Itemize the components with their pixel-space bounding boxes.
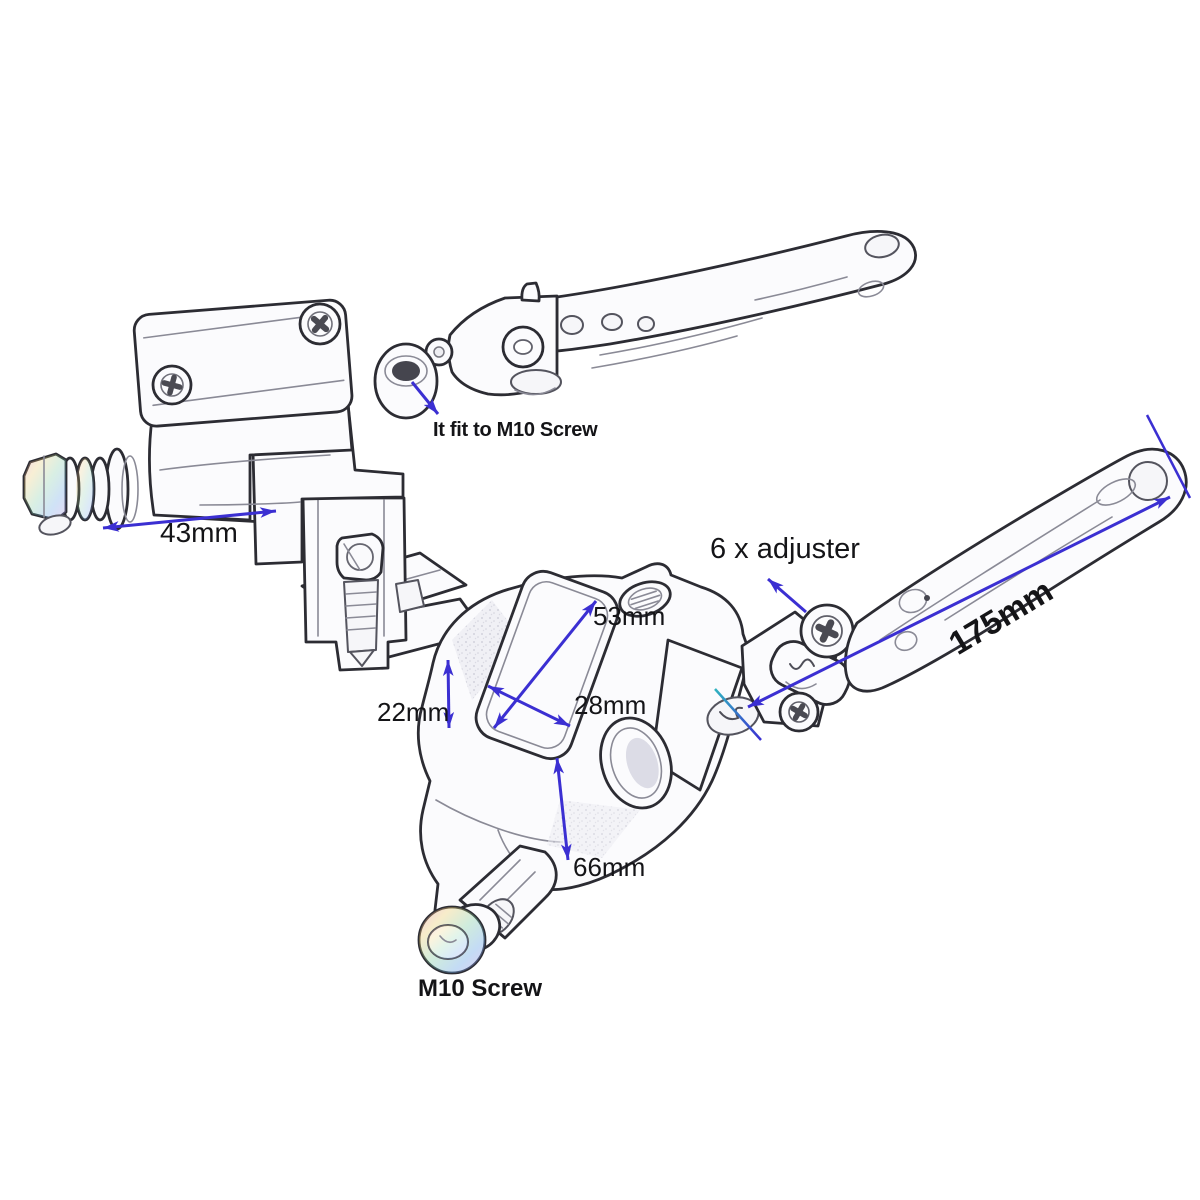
adjuster-screw-top [799,603,855,659]
lever-perch [424,281,562,397]
brake-lever-right [843,447,1188,693]
adjuster-screw-bottom [778,691,820,733]
label-dim-53mm: 53mm [593,601,666,631]
cylinder-bore [599,716,673,810]
hex-bolt [335,532,385,667]
adjuster-assembly [740,603,855,733]
label-m10-screw: M10 Screw [418,975,543,1002]
m10-mount-hole [373,342,439,420]
lever-adjuster-dial [510,369,562,395]
side-bracket [650,638,760,792]
lever-end-hole [864,233,900,259]
bolt-tip [349,649,375,667]
reservoir-screw-right [298,302,342,346]
adjuster-arrow [767,577,807,614]
link-piece [395,579,425,613]
pivot-screw [501,325,545,369]
dim-tick-upper [1145,414,1192,499]
left-master-cylinder-assembly [22,230,917,672]
label-fit-m10: It fit to M10 Screw [433,419,598,441]
reservoir-screw-left [151,364,193,406]
rod-bolt-head [22,452,72,536]
bolt-shank [343,579,379,653]
dim-arrow-22mm [442,659,455,729]
label-dim-22mm: 22mm [377,697,450,727]
label-dim-28mm: 28mm [574,690,647,720]
dim-arrow-175mm [747,495,1171,709]
m10-screw [417,844,558,975]
dim-arrow-43mm [102,507,277,532]
fit-m10-arrow [410,381,440,415]
brake-lever-left [555,230,917,369]
piston-rod-assembly [22,447,139,536]
label-adjuster: 6 x adjuster [710,533,860,565]
dim-tick-lower [714,688,762,741]
master-cylinder-body-left [148,402,405,566]
threaded-port [618,580,672,618]
lever-nub [520,281,541,303]
label-dim-43mm: 43mm [160,517,238,548]
m10-screw-head [417,905,487,975]
dim-arrow-28mm [487,684,571,728]
label-dim-66mm: 66mm [573,852,646,882]
dim-arrow-66mm [553,757,572,861]
dimension-annotations [102,381,1192,861]
